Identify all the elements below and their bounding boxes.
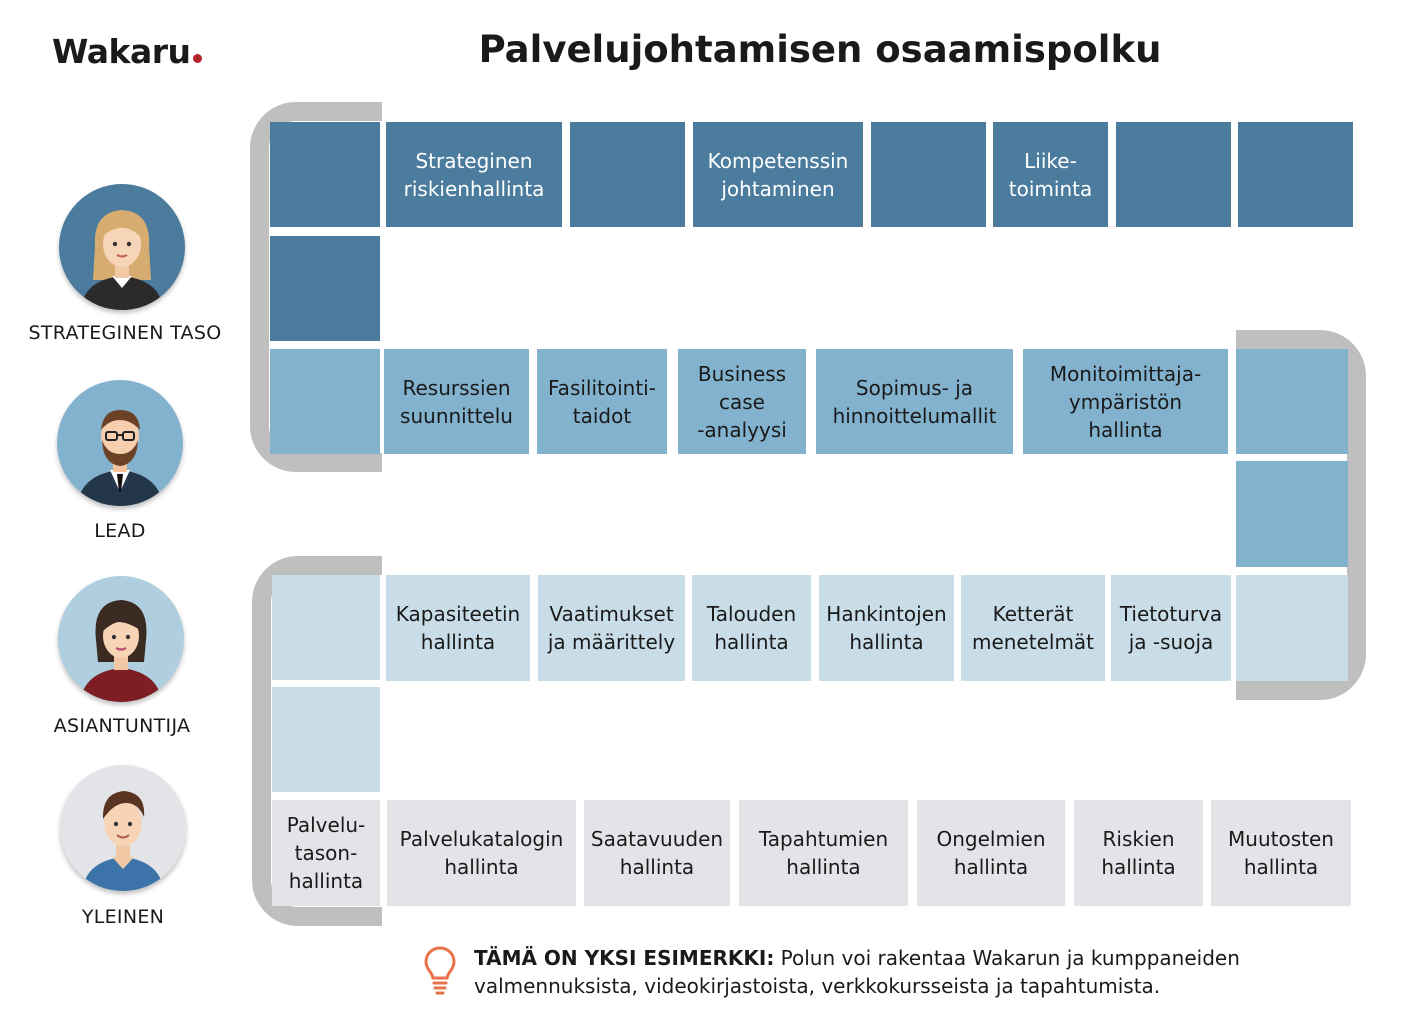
path-track-right — [1236, 330, 1366, 700]
level-label-expert: ASIANTUNTIJA — [53, 715, 191, 737]
level-label-strategic: STRATEGINEN TASO — [28, 322, 222, 344]
skill-tile-general: Tapahtumien hallinta — [739, 800, 908, 906]
wakaru-logo: Wakaru — [52, 32, 203, 71]
avatar-general — [60, 765, 186, 891]
path-corner-tile — [1236, 575, 1348, 681]
skill-tile-general: Palvelu- tason- hallinta — [272, 800, 380, 906]
skill-tile-general: Palvelukatalogin hallinta — [387, 800, 576, 906]
skill-tile-strategic-empty — [570, 122, 685, 227]
path-corner-tile — [1236, 349, 1348, 454]
path-corner-tile — [270, 122, 380, 227]
skill-tile-lead: Sopimus- ja hinnoittelumallit — [816, 349, 1013, 454]
skill-tile-lead: Business case -analyysi — [678, 349, 806, 454]
skill-tile-strategic: Kompetenssin johtaminen — [693, 122, 863, 227]
logo-dot — [193, 54, 203, 63]
page-title: Palvelujohtamisen osaamispolku — [478, 28, 1162, 71]
skill-tile-expert: Kapasiteetin hallinta — [386, 575, 530, 681]
skill-tile-strategic-empty — [1116, 122, 1231, 227]
skill-tile-expert: Vaatimukset ja määrittely — [538, 575, 685, 681]
skill-tile-general: Muutosten hallinta — [1211, 800, 1351, 906]
avatar-strategic — [59, 184, 185, 310]
path-connector-tile — [270, 236, 380, 341]
path-connector-tile — [1236, 461, 1348, 567]
skill-tile-general: Ongelmien hallinta — [917, 800, 1065, 906]
skill-tile-lead: Fasilitointi- taidot — [537, 349, 667, 454]
skill-tile-expert: Hankintojen hallinta — [819, 575, 954, 681]
note-bold: TÄMÄ ON YKSI ESIMERKKI: — [474, 946, 775, 970]
skill-tile-lead: Resurssien suunnittelu — [384, 349, 529, 454]
path-corner-tile — [272, 575, 380, 680]
path-corner-tile — [270, 349, 380, 454]
path-track-bottom-left — [252, 556, 382, 926]
avatar-lead — [57, 380, 183, 506]
skill-tile-general: Saatavuuden hallinta — [584, 800, 730, 906]
skill-tile-strategic-empty — [1238, 122, 1353, 227]
path-track-top-left — [250, 102, 382, 472]
avatar-expert — [58, 576, 184, 702]
example-note: TÄMÄ ON YKSI ESIMERKKI: Polun voi rakent… — [474, 944, 1274, 1000]
skill-tile-expert: Ketterät menetelmät — [961, 575, 1105, 681]
lightbulb-icon — [424, 945, 456, 999]
skill-tile-expert: Tietoturva ja -suoja — [1111, 575, 1231, 681]
skill-tile-strategic: Liike- toiminta — [993, 122, 1108, 227]
skill-tile-expert: Talouden hallinta — [692, 575, 811, 681]
skill-tile-strategic-empty — [871, 122, 986, 227]
skill-tile-strategic: Strateginen riskienhallinta — [386, 122, 562, 227]
note-text: Polun voi rakentaa Wakarun ja kumppaneid… — [474, 946, 1240, 998]
logo-text: Wakaru — [52, 32, 191, 71]
path-connector-tile — [272, 687, 380, 792]
level-label-general: YLEINEN — [81, 906, 165, 928]
level-label-lead: LEAD — [94, 520, 146, 542]
skill-tile-general: Riskien hallinta — [1074, 800, 1203, 906]
skill-tile-lead: Monitoimittaja- ympäristön hallinta — [1023, 349, 1228, 454]
